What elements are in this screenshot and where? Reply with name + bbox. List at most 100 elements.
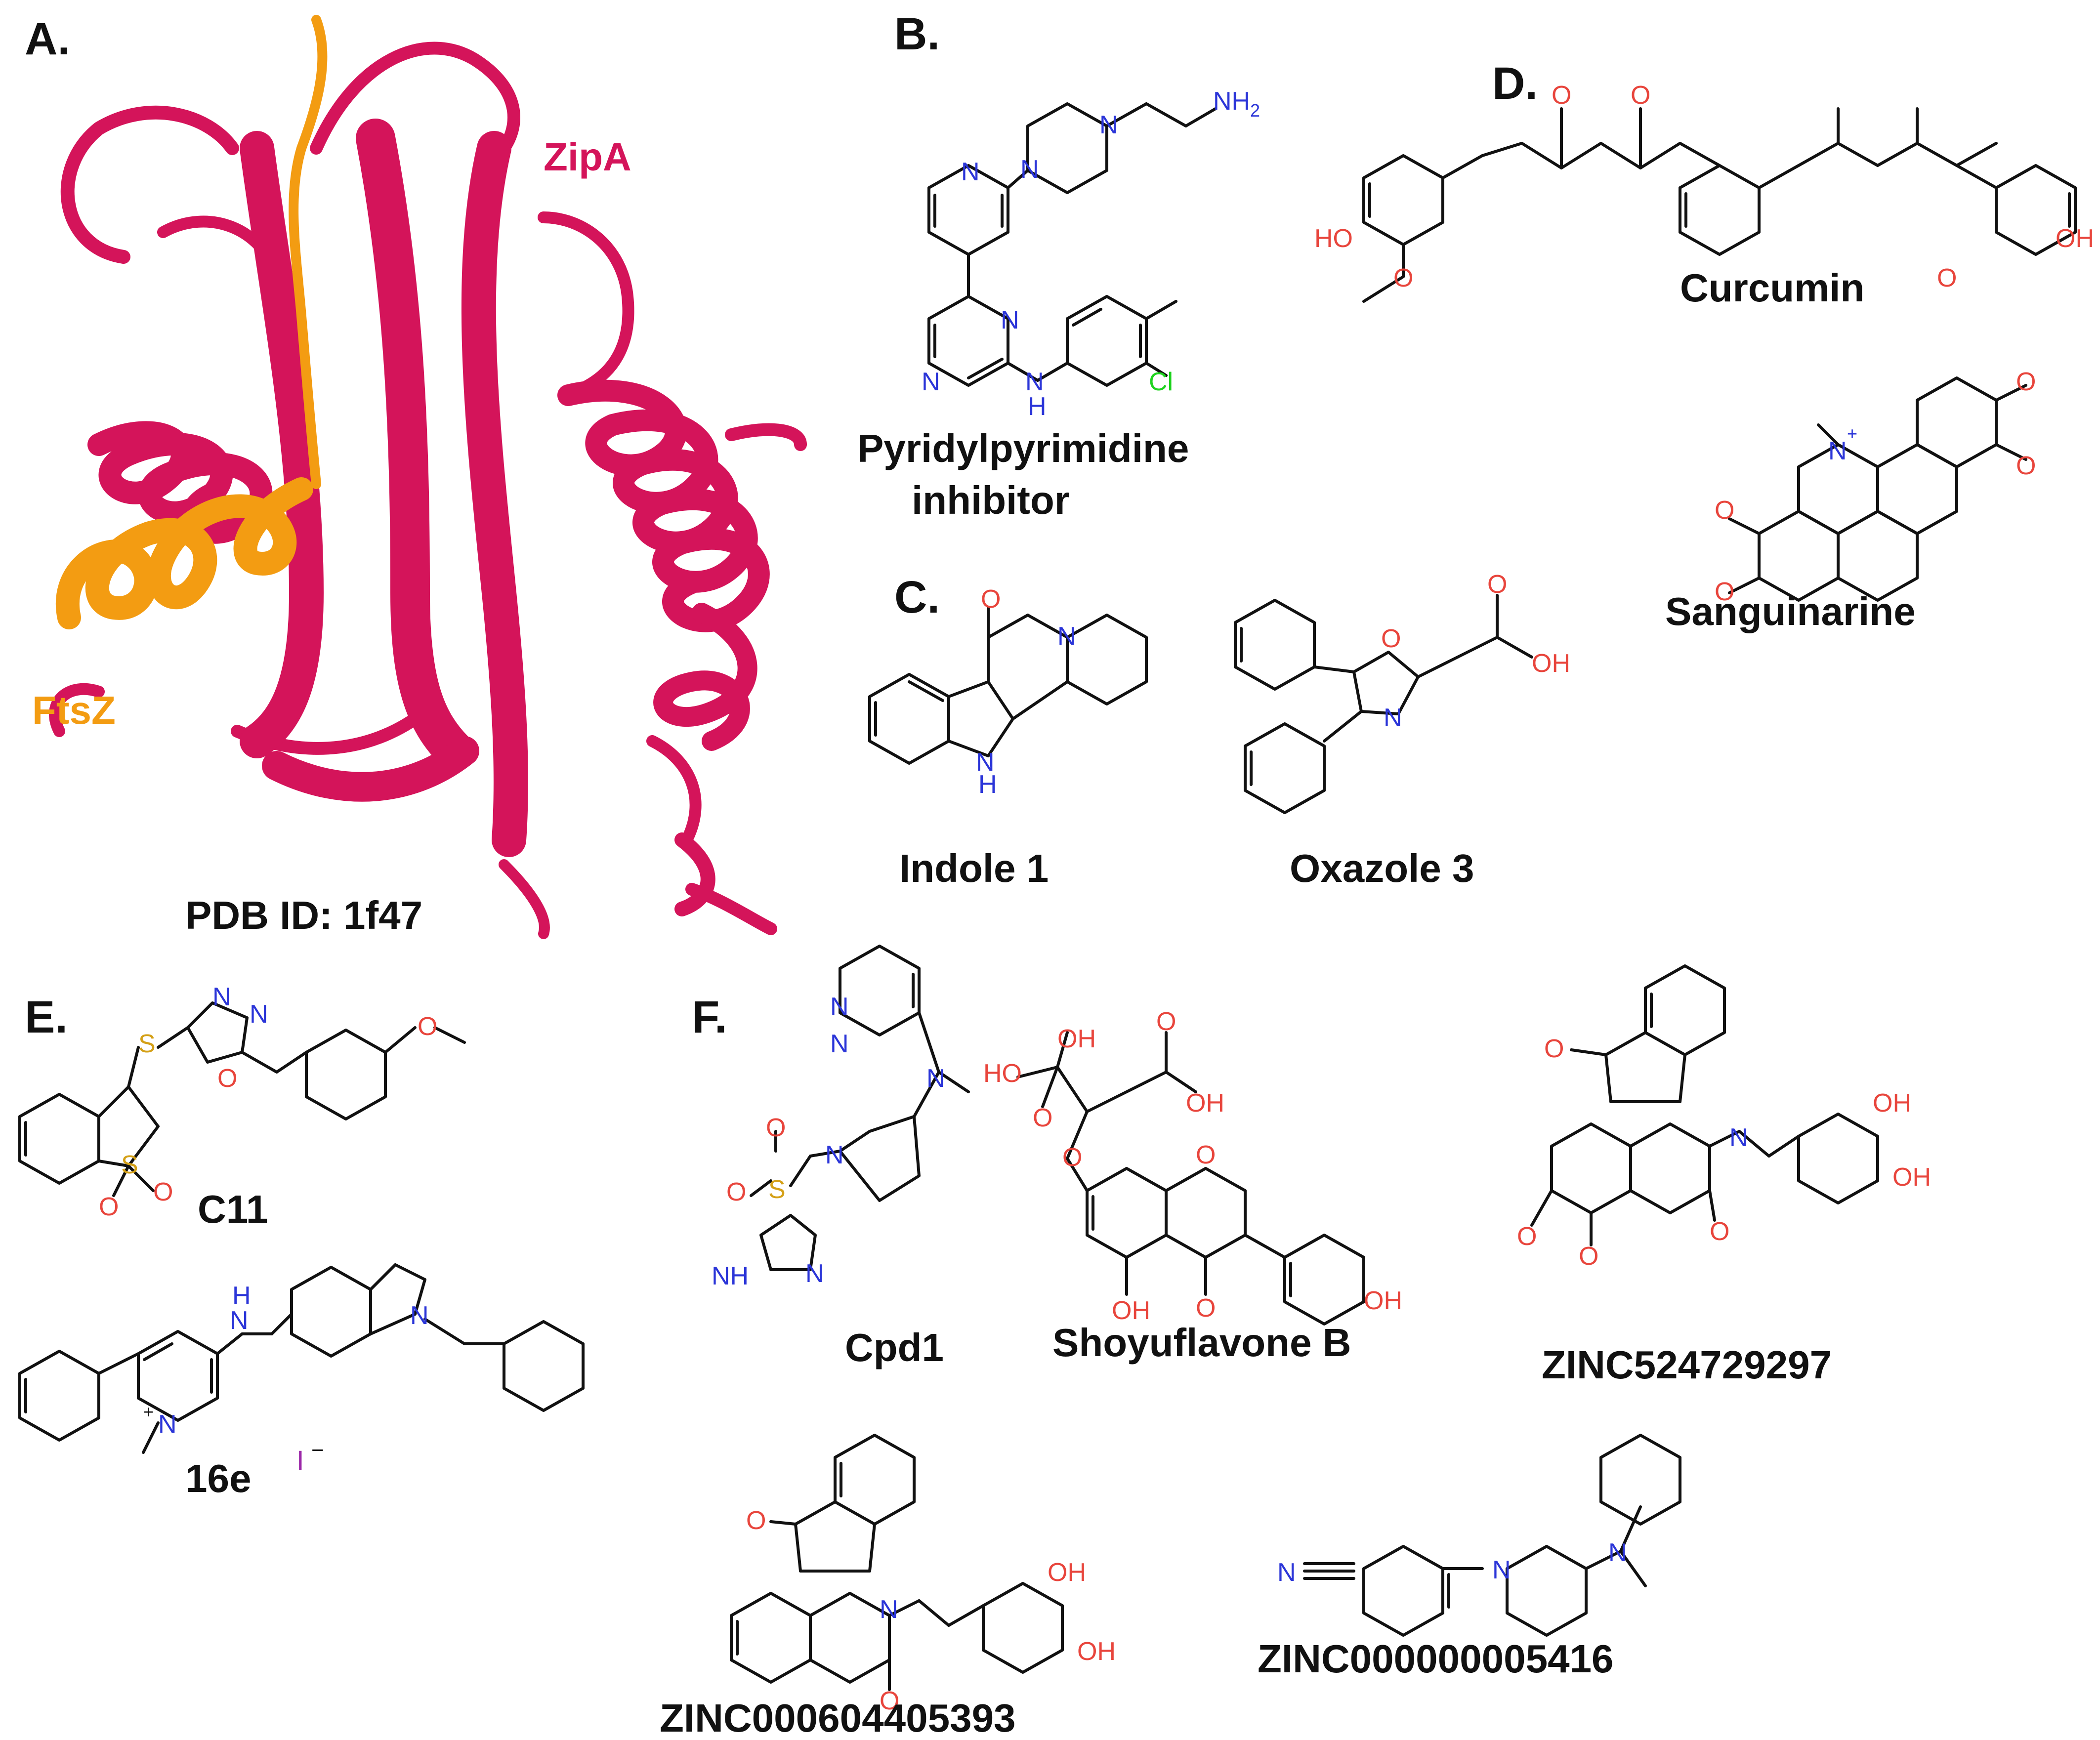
zinc000604405393-name: ZINC000604405393 [660, 1696, 1016, 1740]
16e-name: 16e [185, 1456, 251, 1500]
shoyuflavone-name: Shoyuflavone B [1052, 1321, 1351, 1365]
atom-o: O [1715, 496, 1734, 525]
atom-o: O [217, 1064, 237, 1093]
zinc000000005416-name: ZINC000000005416 [1258, 1637, 1614, 1681]
atom-oh: OH [1873, 1089, 1911, 1118]
panel-e-letter: E. [25, 992, 68, 1042]
atom-o: O [981, 585, 1001, 614]
indole-structure [868, 606, 1148, 765]
panel-a-letter: A. [25, 14, 70, 64]
zinc524729297-structure [1530, 964, 1879, 1246]
atom-ho: HO [983, 1059, 1022, 1088]
atom-n: N [1099, 111, 1118, 139]
panel-b: B. N N [857, 9, 1260, 522]
atom-oh: OH [1532, 649, 1570, 678]
pyridylpyrimidine-name-2: inhibitor [912, 478, 1070, 522]
zinc000000005416-structure [1303, 1434, 1681, 1637]
atom-nh: NH [712, 1262, 749, 1290]
atom-n: N [212, 983, 231, 1011]
atom-o: O [1715, 578, 1734, 606]
curcumin-name: Curcumin [1680, 266, 1864, 310]
atom-n: N [1020, 155, 1039, 184]
zipa-ribbon [49, 41, 807, 939]
16e-atoms: N H N + N [143, 1282, 429, 1439]
shoyuflavone-atoms: OH HO O O OH O O OH O OH [983, 1007, 1402, 1325]
sanguinarine-structure [1728, 376, 2027, 602]
atom-n: N [410, 1301, 429, 1330]
curcumin-left-ring [1362, 107, 1721, 303]
atom-o: O [2016, 368, 2036, 396]
atom-oh: OH [1892, 1163, 1931, 1192]
c11-name: C11 [198, 1187, 268, 1231]
atom-cl: Cl [1149, 368, 1173, 396]
atom-o: O [153, 1178, 173, 1206]
iodide-counterion: I [296, 1445, 304, 1476]
ftsz-label: FtsZ [32, 688, 116, 732]
zipa-label: ZipA [544, 135, 631, 179]
atom-oh: OH [1364, 1286, 1402, 1315]
zinc524729297-name: ZINC524729297 [1542, 1343, 1832, 1387]
atom-n: N [830, 1030, 849, 1058]
atom-o: O [1393, 264, 1413, 292]
atom-o: O [2016, 452, 2036, 480]
atom-o: O [1033, 1104, 1052, 1132]
16e-structure [18, 1263, 585, 1454]
pyridylpyrimidine-name-1: Pyridylpyrimidine [857, 426, 1189, 470]
atom-o: O [1544, 1035, 1564, 1063]
atom-n: N [1828, 437, 1847, 465]
indole-name: Indole 1 [899, 846, 1049, 890]
atom-h: H [1028, 392, 1047, 421]
atom-o: O [1487, 570, 1507, 599]
atom-nh2: NH [1213, 87, 1250, 116]
atom-oh: OH [1186, 1089, 1224, 1118]
atom-o: O [418, 1012, 437, 1041]
zinc000000005416-atoms: N N N [1277, 1538, 1627, 1587]
atom-n: N [158, 1410, 177, 1439]
pyridylpyrimidine-atoms: N N N NH 2 N N N H Cl [922, 87, 1260, 421]
panel-f-letter: F. [692, 992, 727, 1042]
panel-e: E. S N N O O S O O [18, 983, 585, 1500]
atom-n: N [961, 158, 980, 186]
atom-o: O [726, 1178, 746, 1206]
atom-o: O [1381, 624, 1401, 653]
oxazole-atoms: O N O OH [1381, 570, 1570, 732]
c11-structure [18, 1001, 466, 1197]
atom-o: O [1156, 1007, 1176, 1036]
pdb-caption: PDB ID: 1f47 [185, 893, 422, 937]
atom-ho: HO [1314, 224, 1353, 253]
atom-o: O [1552, 81, 1571, 110]
panel-a: A. Zi [25, 14, 807, 939]
atom-s: S [768, 1175, 786, 1204]
zinc524729297-atoms: O N O OH OH O O [1517, 1035, 1931, 1271]
curcumin-structure [1679, 107, 2077, 256]
atom-o: O [1517, 1222, 1537, 1251]
atom-o: O [766, 1114, 786, 1142]
charge-plus: + [1847, 423, 1857, 444]
indole-atoms: O N N H [976, 585, 1076, 799]
atom-o: O [99, 1193, 119, 1221]
atom-n: N [1492, 1556, 1511, 1584]
panel-d: D. [1314, 58, 2094, 633]
c11-atoms: S N N O O S O O [99, 983, 437, 1221]
oxazole-name: Oxazole 3 [1290, 846, 1474, 890]
cpd1-atoms: N N N N S O O N NH [712, 993, 945, 1290]
atom-n: N [805, 1259, 824, 1288]
iodide-charge: − [311, 1438, 324, 1462]
atom-oh: OH [1077, 1637, 1116, 1666]
atom-s: S [121, 1151, 138, 1179]
atom-o: O [1710, 1217, 1729, 1246]
panel-f: F. N N N N S O O N NH Cpd1 [660, 945, 1931, 1740]
shoyuflavone-structure [1016, 1031, 1365, 1326]
curcumin-atoms: O O HO O OH O [1314, 81, 2094, 292]
atom-n: N [922, 368, 940, 396]
atom-n: N [830, 993, 849, 1021]
panel-c-letter: C. [894, 572, 940, 622]
atom-n: N [1025, 368, 1044, 396]
atom-n: N [1608, 1538, 1627, 1567]
panel-b-letter: B. [894, 9, 940, 59]
atom-o: O [1579, 1242, 1598, 1271]
atom-oh: OH [1112, 1296, 1150, 1325]
panel-d-letter: D. [1492, 58, 1538, 109]
zinc000604405393-atoms: O N O OH OH [746, 1506, 1116, 1715]
